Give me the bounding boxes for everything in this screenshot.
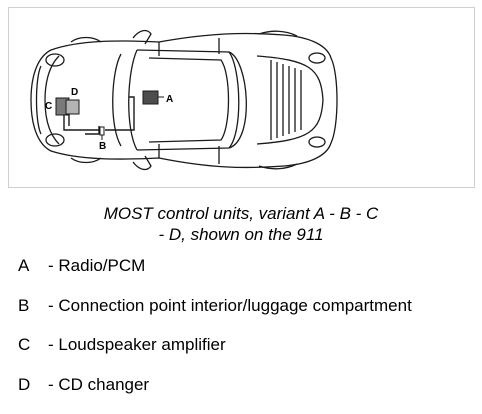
figure-caption: MOST control units, variant A - B - C - …: [0, 203, 482, 245]
caption-line-1: MOST control units, variant A - B - C: [103, 204, 379, 223]
car-top-view-diagram: A B C D: [30, 29, 338, 171]
caption-line-2: - D, shown on the 911: [158, 225, 324, 244]
legend-text: - Connection point interior/luggage comp…: [48, 295, 412, 315]
car-diagram-frame: A B C D: [8, 7, 475, 188]
unit-a-radio-pcm: [142, 90, 159, 105]
label-a: A: [166, 94, 173, 105]
legend-item-b: B - Connection point interior/luggage co…: [18, 296, 478, 316]
legend-key: D: [18, 374, 31, 394]
unit-b-connection-point: [99, 126, 105, 136]
legend-item-a: A - Radio/PCM: [18, 256, 478, 276]
leader-lines: [101, 96, 164, 140]
legend-key: B: [18, 295, 30, 315]
label-c: C: [45, 101, 52, 112]
legend-key: A: [18, 256, 30, 275]
legend-text: - CD changer: [48, 374, 150, 394]
legend-item-c: C - Loudspeaker amplifier: [18, 335, 478, 355]
car-outline: [30, 29, 338, 171]
unit-d-cd-changer: [65, 99, 80, 115]
legend-item-d: D - CD changer: [18, 375, 478, 395]
legend-key: C: [18, 335, 31, 354]
legend-text: - Radio/PCM: [48, 256, 146, 275]
label-d: D: [71, 87, 78, 98]
legend-text: - Loudspeaker amplifier: [48, 335, 226, 354]
label-b: B: [99, 141, 106, 152]
legend-list: A - Radio/PCM B - Connection point inter…: [18, 256, 478, 414]
